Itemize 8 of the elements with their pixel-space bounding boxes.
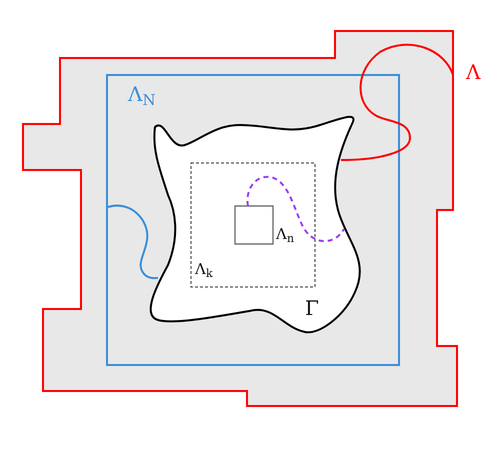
region-label: Λ: [466, 62, 480, 82]
connecting-curve: [340, 44, 454, 161]
region-label: Λ$_{k}$: [195, 262, 213, 277]
connecting-curve: [246, 176, 345, 242]
region-label: Γ: [305, 298, 319, 318]
region-label: Λ$_{N}$: [128, 84, 156, 104]
region-label: Λ$_{n}$: [276, 227, 294, 242]
connecting-curve: [108, 204, 158, 280]
